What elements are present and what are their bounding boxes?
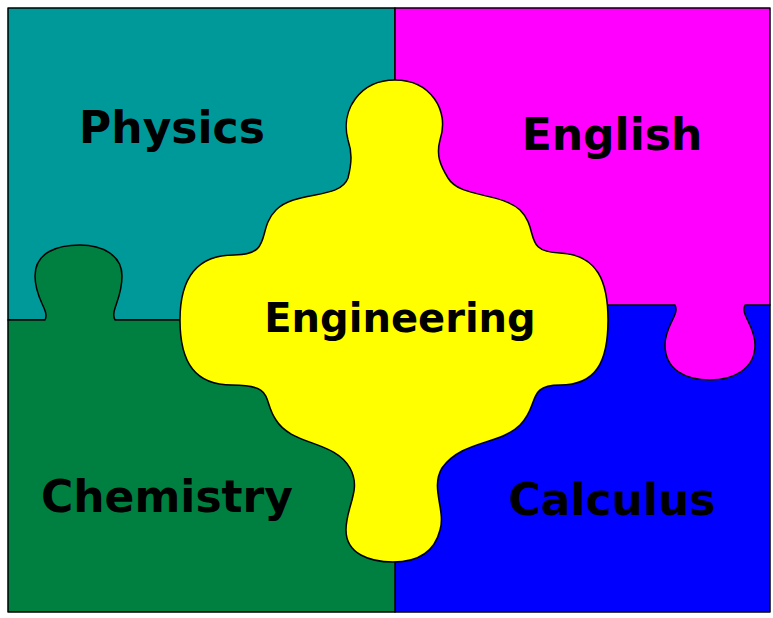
piece-shape	[8, 245, 395, 612]
subject-label: Engineering	[264, 296, 535, 340]
subject-label: English	[522, 111, 703, 159]
subject-label: Chemistry	[41, 473, 293, 521]
piece-shape	[395, 305, 770, 612]
puzzle-piece: Engineering	[180, 80, 608, 562]
subject-label: Calculus	[508, 476, 715, 524]
subject-label: Physics	[79, 104, 265, 152]
